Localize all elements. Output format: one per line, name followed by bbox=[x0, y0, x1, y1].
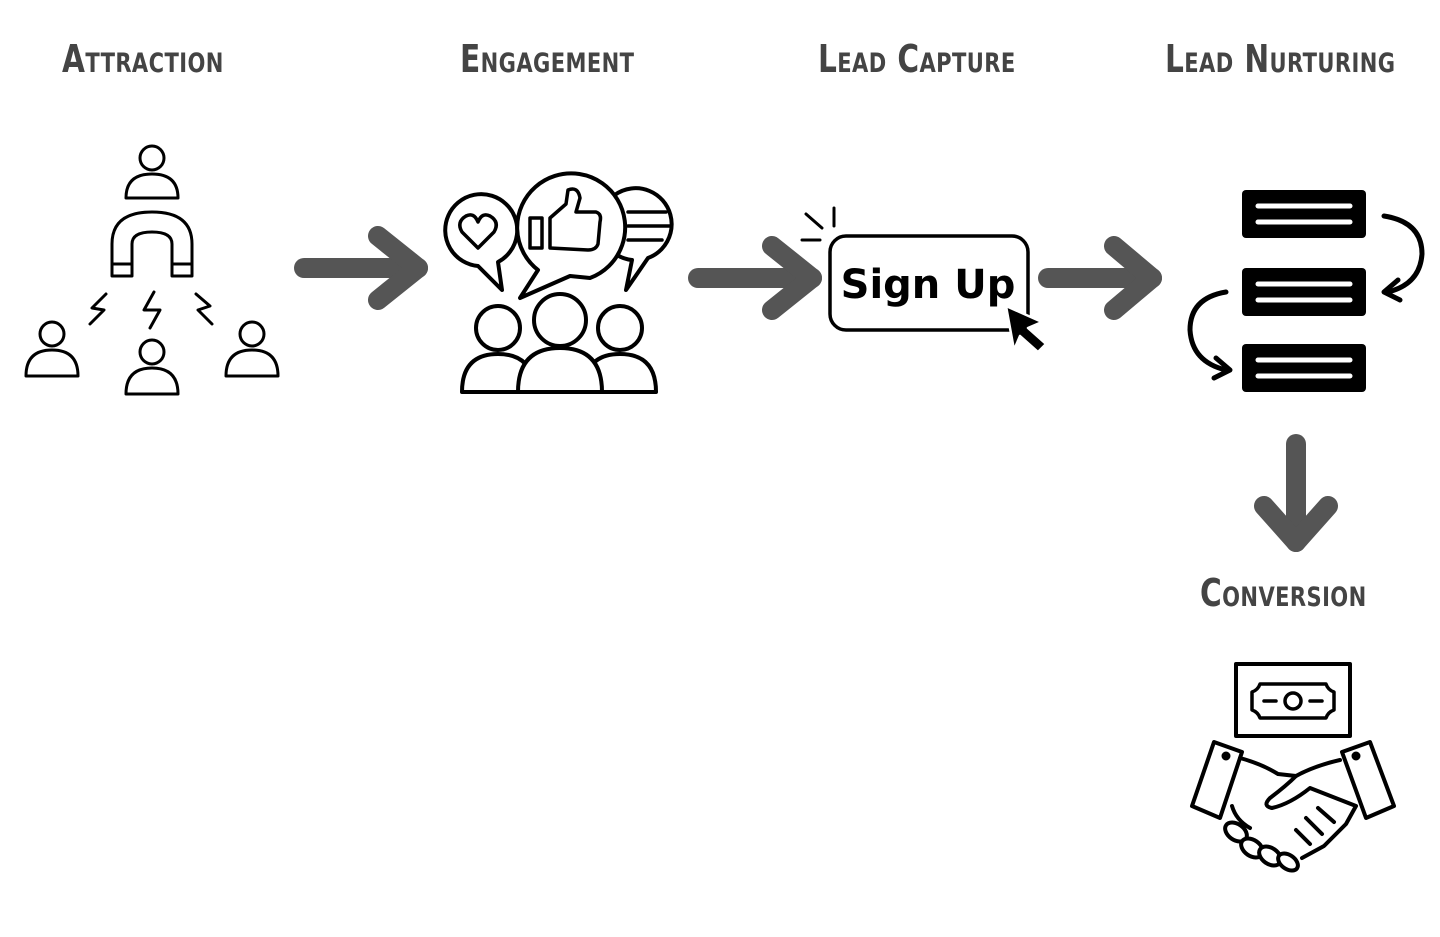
handshake-money-icon bbox=[1190, 662, 1396, 873]
stage-title-lead-nurturing: Lead Nurturing bbox=[1165, 37, 1396, 81]
flow-arrow-3 bbox=[1038, 236, 1162, 320]
magnet-attracting-people-icon bbox=[24, 144, 280, 396]
stage-title-conversion: Conversion bbox=[1200, 571, 1367, 615]
sign-up-button-icon: Sign Up bbox=[800, 206, 1048, 354]
stage-title-engagement: Engagement bbox=[460, 37, 635, 81]
flow-arrow-2 bbox=[688, 236, 822, 320]
flow-arrow-4 bbox=[1254, 434, 1338, 552]
audience-reactions-icon bbox=[443, 171, 674, 394]
flow-arrow-1 bbox=[294, 226, 428, 310]
stage-title-lead-capture: Lead Capture bbox=[818, 37, 1016, 81]
nurture-cycle-list-icon bbox=[1187, 190, 1425, 392]
cursor-icon bbox=[1004, 304, 1048, 354]
stage-title-attraction: Attraction bbox=[62, 37, 224, 81]
sign-up-button-label: Sign Up bbox=[841, 262, 1016, 308]
